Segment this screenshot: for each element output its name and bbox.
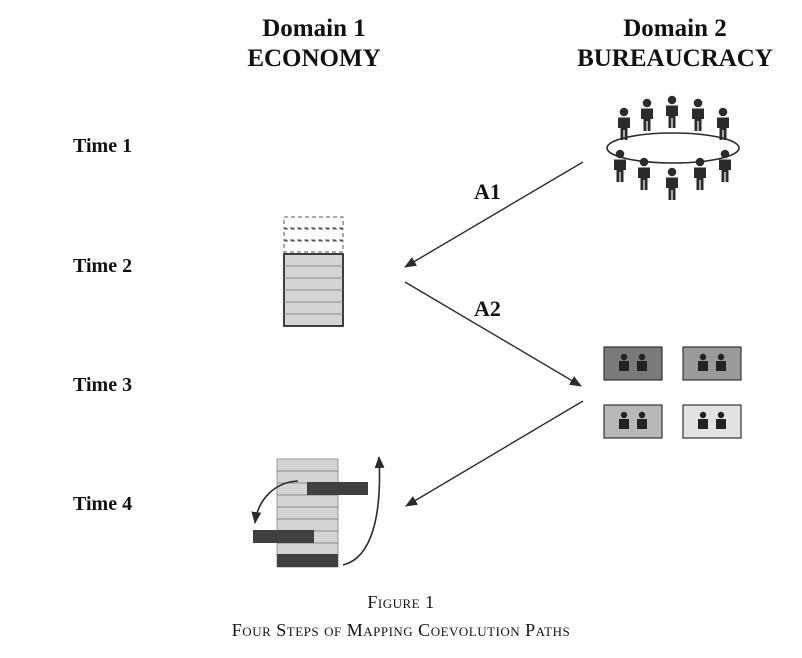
- arrow-a1: [404, 161, 584, 268]
- stacked-layers-icon: [283, 216, 344, 327]
- time-2-label: Time 2: [73, 255, 133, 277]
- time-3-label: Time 3: [73, 374, 133, 396]
- domain-1-heading: Domain 1 ECONOMY: [214, 14, 414, 74]
- arrow-a2-label: A2: [474, 296, 501, 321]
- office-groups-icon: [603, 346, 742, 439]
- domain-2-title: Domain 2: [623, 15, 727, 42]
- time-4-label: Time 4: [73, 493, 133, 515]
- people-circle-icon: [606, 95, 740, 200]
- reshuffled-layers-icon: [251, 456, 385, 568]
- domain-1-title: Domain 1: [262, 15, 366, 42]
- time-1-label: Time 1: [73, 135, 133, 157]
- arrow-a3: [405, 400, 584, 507]
- figure-title: Four Steps of Mapping Coevolution Paths: [231, 620, 571, 640]
- domain-1-name: ECONOMY: [247, 45, 381, 72]
- domain-2-name: BUREAUCRACY: [577, 45, 773, 72]
- arrow-a1-label: A1: [474, 179, 501, 204]
- arrow-a2: [404, 281, 582, 387]
- figure-number: Figure 1: [367, 592, 435, 612]
- domain-2-heading: Domain 2 BUREAUCRACY: [560, 14, 790, 74]
